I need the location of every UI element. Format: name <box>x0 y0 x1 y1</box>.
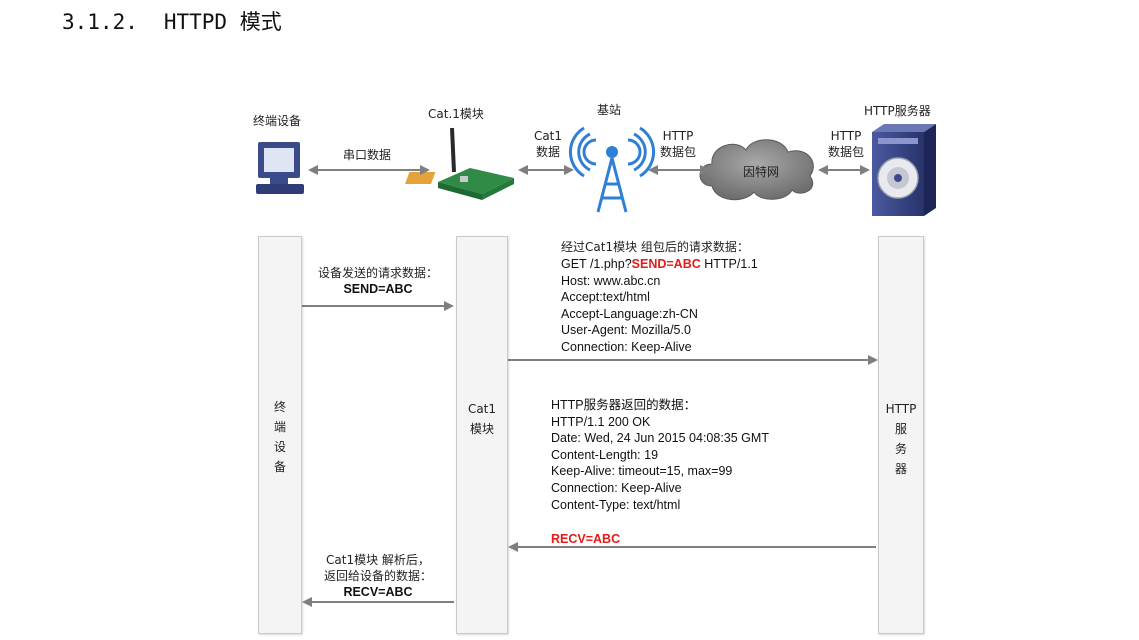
module-column-line: Cat1 <box>467 402 497 416</box>
terminal-column-char: 终 <box>273 400 286 414</box>
terminal-column-char: 备 <box>273 460 286 474</box>
module-reply-caption-line1: Cat1模块 解析后， <box>326 553 430 567</box>
terminal-column: 终 端 设 备 <box>258 236 302 634</box>
server-column-label: HTTP 服 务 器 <box>879 399 923 479</box>
server-column-line: HTTP <box>885 402 917 416</box>
terminal-label: 终端设备 <box>253 114 302 128</box>
module-column-line: 模块 <box>469 422 494 436</box>
module-column: Cat1 模块 <box>456 236 508 634</box>
http-server-icon <box>872 124 936 216</box>
device-request-caption: 设备发送的请求数据： <box>317 266 438 280</box>
server-column-line: 服 <box>894 422 907 436</box>
response-line: Content-Type: text/html <box>551 497 681 512</box>
base-station-icon <box>568 126 656 213</box>
internet-cloud-icon <box>699 139 814 201</box>
request-header: Accept-Language:zh-CN <box>561 306 698 321</box>
terminal-column-label: 终 端 设 备 <box>259 397 301 477</box>
module-reply-block: Cat1模块 解析后， 返回给设备的数据： RECV=ABC <box>306 552 450 601</box>
cat1-data-label: Cat1 数据 <box>528 128 568 160</box>
device-request-block: 设备发送的请求数据： SEND=ABC <box>306 265 450 298</box>
cat1-data-label-line1: Cat1 <box>533 129 563 143</box>
http-packet-label-right-line2: 数据包 <box>827 145 864 159</box>
http-packet-label-right: HTTP 数据包 <box>820 128 872 160</box>
device-request-value: SEND=ABC <box>343 282 413 296</box>
module-request-caption: 经过Cat1模块 组包后的请求数据： <box>561 240 749 254</box>
response-line: Connection: Keep-Alive <box>551 480 682 495</box>
terminal-column-char: 端 <box>273 420 286 434</box>
http-packet-label-left-line2: 数据包 <box>659 145 696 159</box>
response-caption: HTTP服务器返回的数据： <box>551 398 697 412</box>
response-line: Keep-Alive: timeout=15, max=99 <box>551 464 733 479</box>
module-request-block: 经过Cat1模块 组包后的请求数据： GET /1.php?SEND=ABC H… <box>561 239 758 356</box>
request-line-prefix: GET /1.php? <box>561 257 632 271</box>
server-response-block: HTTP服务器返回的数据： HTTP/1.1 200 OK Date: Wed,… <box>551 397 769 513</box>
module-column-label: Cat1 模块 <box>457 399 507 439</box>
response-recv-value: RECV=ABC <box>551 532 621 546</box>
request-line-suffix: HTTP/1.1 <box>700 257 758 271</box>
response-line: HTTP/1.1 200 OK <box>551 414 651 429</box>
cat1-module-icon <box>405 127 514 200</box>
section-title: HTTPD 模式 <box>163 10 282 34</box>
section-heading: 3.1.2. HTTPD 模式 <box>62 6 282 36</box>
internet-label: 因特网 <box>743 165 780 179</box>
terminal-computer-icon <box>256 142 304 194</box>
base-station-label: 基站 <box>597 103 622 117</box>
request-header: Accept:text/html <box>561 290 650 305</box>
section-number: 3.1.2. <box>62 10 138 34</box>
request-line: GET /1.php?SEND=ABC HTTP/1.1 <box>561 256 758 273</box>
response-line: Content-Length: 19 <box>551 447 659 462</box>
module-reply-caption-line2: 返回给设备的数据： <box>323 569 432 583</box>
http-packet-label-left: HTTP 数据包 <box>652 128 704 160</box>
server-column-line: 器 <box>894 462 907 476</box>
request-send-value: SEND=ABC <box>631 257 701 271</box>
response-line: Date: Wed, 24 Jun 2015 04:08:35 GMT <box>551 431 769 446</box>
http-server-label: HTTP服务器 <box>864 104 931 118</box>
terminal-column-char: 设 <box>273 440 286 454</box>
request-header: User-Agent: Mozilla/5.0 <box>561 323 691 338</box>
http-packet-label-left-line1: HTTP <box>662 129 694 143</box>
server-column: HTTP 服 务 器 <box>878 236 924 634</box>
module-label: Cat.1模块 <box>428 107 484 121</box>
serial-data-label: 串口数据 <box>343 148 392 162</box>
cat1-data-label-line2: 数据 <box>535 145 560 159</box>
server-column-line: 务 <box>894 442 907 456</box>
flow-arrows <box>302 301 878 607</box>
request-header: Connection: Keep-Alive <box>561 339 692 354</box>
request-header: Host: www.abc.cn <box>561 273 661 288</box>
http-packet-label-right-line1: HTTP <box>830 129 862 143</box>
module-reply-value: RECV=ABC <box>343 585 413 599</box>
